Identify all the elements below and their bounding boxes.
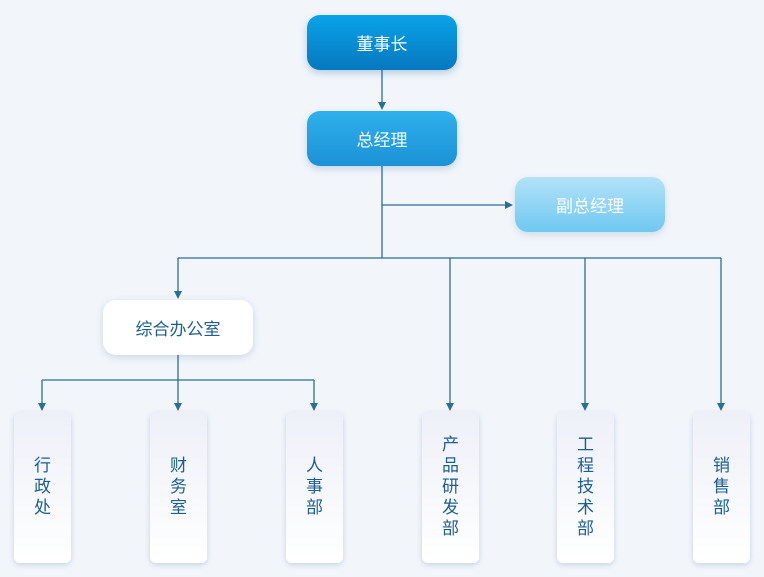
node-chairman-label: 董事长 <box>356 35 408 55</box>
node-deputy-general-manager: 副总经理 <box>515 177 665 232</box>
node-general-office: 综合办公室 <box>103 300 253 355</box>
node-rnd: 产品研发部 <box>422 412 479 563</box>
node-engineering: 工程技术部 <box>557 412 614 563</box>
node-sales: 销售部 <box>693 412 750 563</box>
node-admin-label: 行政处 <box>33 456 51 518</box>
node-general-office-label: 综合办公室 <box>135 320 221 340</box>
node-sales-label: 销售部 <box>712 456 730 518</box>
node-chairman: 董事长 <box>307 15 457 70</box>
node-hr: 人事部 <box>286 412 343 563</box>
node-hr-label: 人事部 <box>305 456 323 518</box>
node-engineering-label: 工程技术部 <box>576 435 594 539</box>
node-general-manager: 总经理 <box>307 111 457 166</box>
node-finance: 财务室 <box>150 412 207 563</box>
node-admin: 行政处 <box>14 412 71 563</box>
node-rnd-label: 产品研发部 <box>441 435 459 539</box>
node-deputy-general-manager-label: 副总经理 <box>556 197 624 217</box>
node-finance-label: 财务室 <box>169 456 187 518</box>
node-general-manager-label: 总经理 <box>356 131 408 151</box>
